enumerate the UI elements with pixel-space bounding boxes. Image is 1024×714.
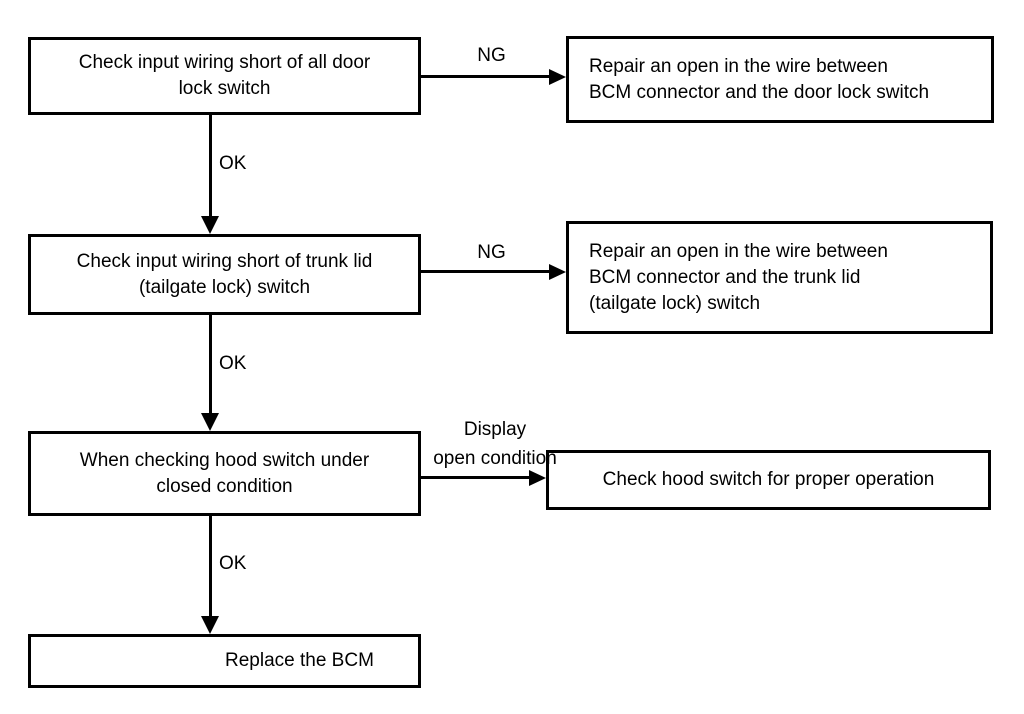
node-check-trunk-lid-wiring: Check input wiring short of trunk lid (t… xyxy=(28,234,421,315)
edge-display-open-line xyxy=(421,476,529,479)
node-repair-door-lock-wire-text: Repair an open in the wire between BCM c… xyxy=(589,55,930,103)
edge-ok-3-line xyxy=(209,516,212,616)
edge-ng-2-line xyxy=(421,270,549,273)
node-replace-bcm: Replace the BCM xyxy=(28,634,421,688)
edge-display-open-arrowhead-icon xyxy=(529,470,546,486)
node-check-hood-operation-text: Check hood switch for proper operation xyxy=(602,469,935,490)
edge-ng-1-label: NG xyxy=(477,45,506,66)
edge-display-open-label: Display open condition xyxy=(433,419,557,469)
edge-ok-2-line xyxy=(209,315,212,413)
node-repair-trunk-lid-wire-text: Repair an open in the wire between BCM c… xyxy=(589,240,888,314)
node-check-hood-operation: Check hood switch for proper operation xyxy=(546,450,991,510)
edge-ok-1-label: OK xyxy=(219,153,247,174)
edge-ok-3-label: OK xyxy=(219,553,247,574)
edge-ng-2-arrowhead-icon xyxy=(549,264,566,280)
node-repair-trunk-lid-wire: Repair an open in the wire between BCM c… xyxy=(566,221,993,334)
edge-ok-3-arrowhead-icon xyxy=(201,616,219,634)
node-repair-door-lock-wire: Repair an open in the wire between BCM c… xyxy=(566,36,994,123)
node-check-hood-closed: When checking hood switch under closed c… xyxy=(28,431,421,516)
node-check-door-lock-wiring-text: Check input wiring short of all door loc… xyxy=(78,52,371,99)
node-check-door-lock-wiring: Check input wiring short of all door loc… xyxy=(28,37,421,115)
node-replace-bcm-text: Replace the BCM xyxy=(225,650,374,671)
edge-ok-2-label: OK xyxy=(219,353,247,374)
edge-ok-2-arrowhead-icon xyxy=(201,413,219,431)
edge-ok-1-arrowhead-icon xyxy=(201,216,219,234)
edge-ng-1-line xyxy=(421,75,549,78)
node-check-trunk-lid-wiring-text: Check input wiring short of trunk lid (t… xyxy=(76,250,373,298)
edge-ok-1-line xyxy=(209,115,212,221)
edge-ng-1-arrowhead-icon xyxy=(549,69,566,85)
edge-ng-2-label: NG xyxy=(477,242,506,263)
node-check-hood-closed-text: When checking hood switch under closed c… xyxy=(79,449,370,497)
